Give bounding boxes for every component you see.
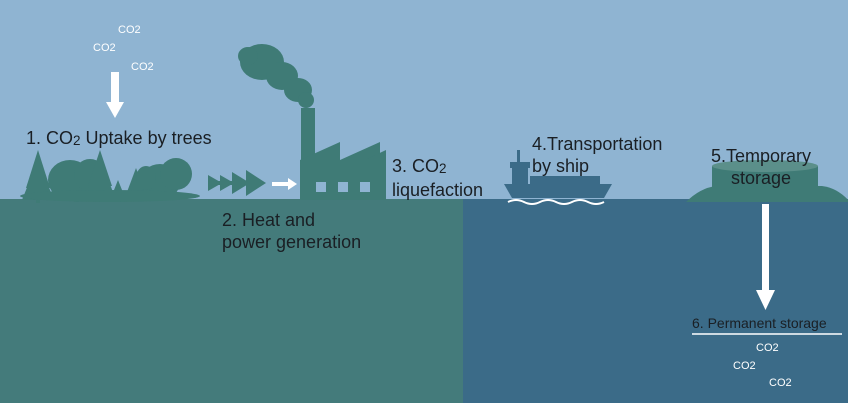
step3-label: 3. CO2 liquefaction — [392, 156, 484, 200]
co2-label-top-2: CO2 — [93, 42, 116, 54]
fuel-arrow — [272, 178, 297, 190]
uptake-arrow — [106, 72, 124, 118]
sky — [0, 0, 848, 200]
ship-icon — [504, 150, 612, 205]
co2-label-bottom-3: CO2 — [769, 377, 792, 389]
factory-icon — [238, 44, 386, 200]
injection-arrow — [756, 204, 775, 310]
step5-label: 5.Temporary storage — [711, 146, 812, 188]
sea — [463, 199, 848, 403]
co2-label-top-3: CO2 — [131, 61, 154, 73]
step2-label: 2. Heat and power generation — [222, 210, 362, 252]
co2-label-bottom-1: CO2 — [756, 342, 779, 354]
co2-label-top-1: CO2 — [118, 24, 141, 36]
co2-label-bottom-2: CO2 — [733, 360, 756, 372]
step1-label: 1. CO2 Uptake by trees — [26, 128, 212, 148]
step4-label: 4.Transportation by ship — [532, 134, 663, 176]
trees-icon — [20, 150, 200, 203]
wood-chips-icon — [208, 170, 266, 196]
step6-label: 6. Permanent storage — [692, 315, 827, 331]
storage-tank-icon — [686, 160, 848, 202]
land — [0, 199, 463, 403]
